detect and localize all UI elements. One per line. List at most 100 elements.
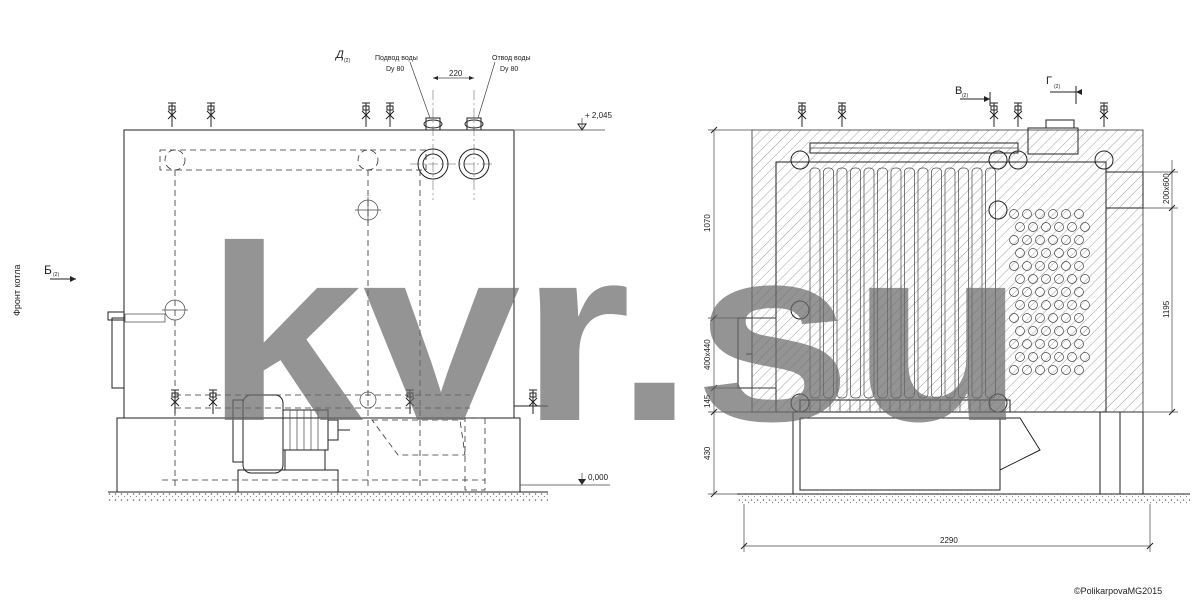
upper-drum-dashed <box>159 149 427 171</box>
front-view: + 2,045 220 Подвод воды Dy 80 Отвод воды… <box>12 49 612 502</box>
boiler-tube <box>1048 365 1058 375</box>
convection-tube <box>823 167 834 399</box>
boiler-tube <box>1015 326 1025 336</box>
boiler-tube <box>1015 222 1025 232</box>
boiler-tube <box>1080 248 1090 258</box>
grate <box>799 399 1011 413</box>
section-marker-d-sub: (2) <box>344 58 350 64</box>
convection-tube <box>944 167 956 399</box>
boiler-tube <box>1022 261 1032 271</box>
water-inlet-size: Dy 80 <box>386 66 404 73</box>
boiler-tube <box>1061 365 1071 375</box>
boiler-tube <box>1061 313 1071 323</box>
boiler-tube <box>1048 339 1058 349</box>
dim-430: 430 <box>703 446 712 460</box>
section-marker-g-sub: (2) <box>1054 84 1060 90</box>
boiler-tube <box>1074 313 1084 323</box>
ground-hatch-left <box>108 492 548 502</box>
convection-tube <box>971 167 983 399</box>
convection-tube <box>904 167 915 399</box>
boiler-tube <box>1028 274 1038 284</box>
boiler-tube <box>1061 209 1071 219</box>
collector-circle <box>790 393 810 413</box>
convection-tube <box>809 167 821 399</box>
valve-icon <box>837 102 847 128</box>
boiler-tube <box>1048 235 1058 245</box>
valve-icon <box>167 102 177 128</box>
collector-circle <box>1008 150 1028 170</box>
boiler-tube <box>1067 274 1077 284</box>
side-section-view: В (2) Г (2) 1070 400x440 145 430 200x600… <box>703 75 1190 552</box>
boiler-tube <box>1015 300 1025 310</box>
copyright-text: ©PolikarpovaMG2015 <box>1074 586 1162 596</box>
boiler-tube <box>1035 261 1045 271</box>
boiler-tube <box>1074 287 1084 297</box>
collector-circle <box>988 200 1008 220</box>
boiler-tube <box>1074 365 1084 375</box>
dim-door: 400x440 <box>703 339 712 370</box>
boiler-tube <box>1067 326 1077 336</box>
dim-1195: 1195 <box>1162 300 1171 318</box>
convection-tube <box>850 167 861 399</box>
boiler-tube <box>1015 274 1025 284</box>
section-marker-v-sub: (2) <box>962 93 968 99</box>
valve-icon <box>170 389 180 415</box>
boiler-tube <box>1035 365 1045 375</box>
collector-circle <box>1094 150 1114 170</box>
insulation-casing <box>751 129 1144 413</box>
boiler-tube <box>1022 339 1032 349</box>
level-top-label: + 2,045 <box>585 111 612 120</box>
boiler-tube <box>1028 248 1038 258</box>
boiler-tube <box>1022 209 1032 219</box>
water-inlet-flange <box>417 148 449 180</box>
boiler-tube <box>1048 209 1058 219</box>
boiler-tube <box>1022 235 1032 245</box>
valve-icon <box>797 102 807 128</box>
valve-icon <box>989 102 999 128</box>
boiler-tube <box>1054 222 1064 232</box>
boiler-tube <box>1048 261 1058 271</box>
boiler-tube <box>1009 261 1019 271</box>
boiler-tube <box>1054 274 1064 284</box>
collector-circle <box>988 393 1008 413</box>
convection-tube <box>958 167 969 399</box>
boiler-tube <box>1009 287 1019 297</box>
boiler-tube <box>1074 235 1084 245</box>
boiler-tube <box>1074 209 1084 219</box>
boiler-tube <box>1035 313 1045 323</box>
boiler-tube <box>1028 222 1038 232</box>
boiler-tube <box>1028 326 1038 336</box>
valve-icon <box>206 102 216 128</box>
section-marker-b: Б <box>44 263 52 277</box>
convection-tube <box>836 167 848 399</box>
water-outlet-label: Отвод воды <box>492 55 531 62</box>
convection-tube <box>877 167 888 399</box>
boiler-tube <box>1054 248 1064 258</box>
boiler-tube <box>1067 352 1077 362</box>
collector-circle <box>988 150 1008 170</box>
boiler-tube <box>1009 209 1019 219</box>
boiler-tube <box>1041 352 1051 362</box>
dim-flue: 200x600 <box>1162 173 1171 204</box>
water-outlet-size: Dy 80 <box>500 66 518 73</box>
boiler-tube <box>1009 339 1019 349</box>
boiler-tube <box>1067 222 1077 232</box>
section-marker-b-sub: (2) <box>53 272 59 278</box>
boiler-tube <box>1015 352 1025 362</box>
boiler-tube <box>1041 274 1051 284</box>
valve-icon <box>1099 102 1109 128</box>
tube-bank-grid <box>1009 209 1090 375</box>
boiler-tube <box>1009 365 1019 375</box>
boiler-tube <box>1041 248 1051 258</box>
watermark-text: kvr.su <box>205 194 1025 473</box>
water-outlet-flange <box>458 148 490 180</box>
boiler-tube <box>1041 222 1051 232</box>
boiler-tube <box>1009 313 1019 323</box>
boiler-tube <box>1028 300 1038 310</box>
boiler-tube <box>1080 326 1090 336</box>
water-inlet-label: Подвод воды <box>375 55 418 62</box>
boiler-tube <box>1080 352 1090 362</box>
convection-tube <box>931 167 942 399</box>
convection-tube <box>890 167 902 399</box>
